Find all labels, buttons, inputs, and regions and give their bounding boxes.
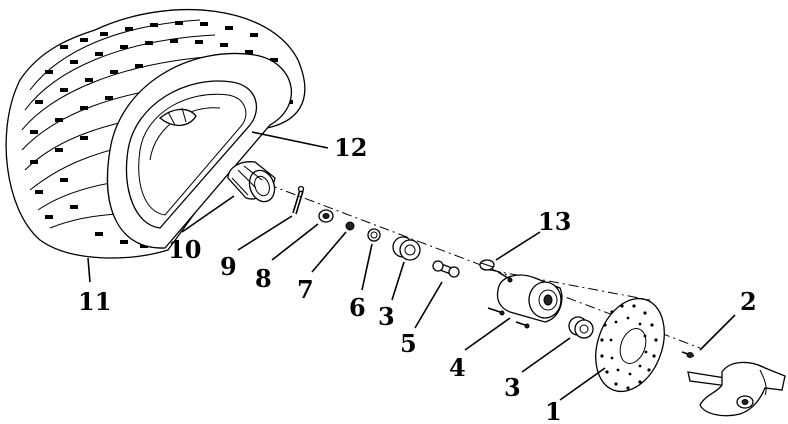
rim bbox=[125, 80, 258, 229]
steering-knuckle bbox=[687, 361, 786, 417]
callout-1: 1 bbox=[545, 397, 562, 424]
callout-2: 2 bbox=[740, 287, 757, 316]
part-13-nut bbox=[479, 259, 495, 271]
callout-4: 4 bbox=[449, 353, 466, 382]
callout-10: 10 bbox=[168, 235, 201, 264]
callout-13: 13 bbox=[538, 207, 571, 236]
callout-11: 11 bbox=[78, 287, 111, 316]
part-5-sleeve bbox=[432, 260, 460, 278]
part-10-collar bbox=[227, 161, 276, 203]
center-axis bbox=[229, 169, 701, 349]
leader-lines bbox=[87, 131, 736, 401]
part-7-washer bbox=[345, 221, 355, 231]
callout-5: 5 bbox=[400, 329, 417, 358]
part-8-castle-nut bbox=[318, 209, 334, 223]
disc-holes bbox=[600, 304, 658, 390]
rim-hub-center bbox=[158, 107, 197, 126]
callout-labels: 1 2 3 3 4 5 6 7 8 9 10 11 12 13 bbox=[78, 133, 757, 424]
callout-12: 12 bbox=[334, 133, 367, 162]
part-3-bearing-lower bbox=[568, 316, 594, 339]
callout-6: 6 bbox=[349, 293, 366, 322]
part-1-brake-disc bbox=[595, 297, 665, 393]
part-4-wheel-hub bbox=[487, 271, 563, 329]
part-6-washer bbox=[367, 228, 381, 242]
callout-9: 9 bbox=[220, 252, 237, 281]
part-2-bolt bbox=[681, 351, 695, 358]
tread-blocks bbox=[30, 21, 293, 248]
callout-3-upper: 3 bbox=[378, 302, 395, 331]
part-9-cotter-pin bbox=[292, 185, 305, 215]
callout-3-lower: 3 bbox=[504, 373, 521, 402]
callout-7: 7 bbox=[297, 275, 314, 304]
part-3-bearing-upper bbox=[392, 236, 421, 261]
callout-8: 8 bbox=[255, 264, 272, 293]
